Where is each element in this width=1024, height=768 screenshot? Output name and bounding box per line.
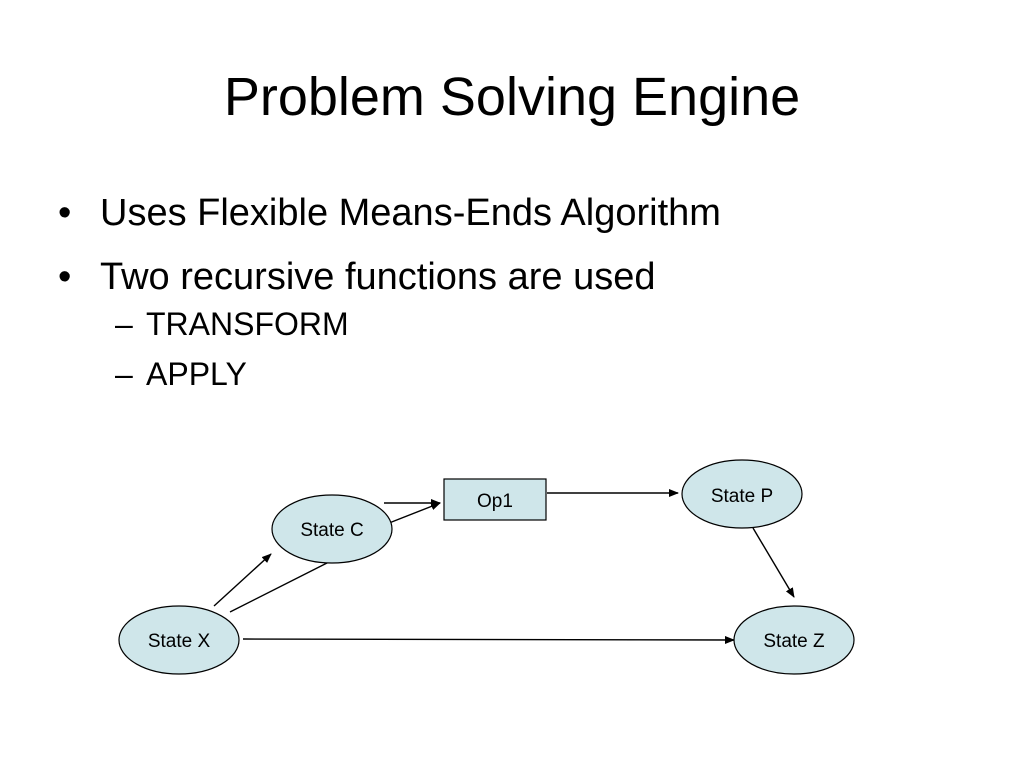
subbullet-text: TRANSFORM (146, 306, 349, 342)
node-state-c: State C (271, 494, 393, 564)
bullet-item: • Two recursive functions are used (58, 254, 721, 300)
edge-p-to-z (752, 527, 795, 598)
edge-c-to-x (229, 561, 330, 613)
bullet-text: Two recursive functions are used (100, 256, 656, 298)
node-state-x: State X (118, 605, 240, 675)
edge-c-to-op1 (383, 502, 441, 526)
subbullet-text: APPLY (146, 356, 247, 392)
bullet-marker: • (58, 192, 72, 234)
subbullet-item: – TRANSFORM (58, 304, 721, 344)
bullet-marker: • (58, 256, 72, 298)
node-state-z-label: State Z (763, 631, 825, 652)
node-op1: Op1 (443, 478, 547, 521)
bullet-item: • Uses Flexible Means-Ends Algorithm (58, 190, 721, 236)
slide-title: Problem Solving Engine (223, 67, 801, 127)
node-op1-label: Op1 (477, 491, 513, 512)
node-state-p: State P (681, 459, 803, 529)
node-state-z: State Z (733, 605, 855, 675)
bullet-text: Uses Flexible Means-Ends Algorithm (100, 192, 721, 234)
subbullet-marker: – (115, 306, 133, 342)
subbullet-group: – TRANSFORM – APPLY (58, 304, 721, 394)
node-state-c-label: State C (300, 520, 363, 541)
subbullet-item: – APPLY (58, 354, 721, 394)
bullet-list: • Uses Flexible Means-Ends Algorithm • T… (58, 190, 721, 404)
subbullet-marker: – (115, 356, 133, 392)
node-state-p-label: State P (711, 486, 773, 507)
subbullet-list: – TRANSFORM – APPLY (58, 304, 721, 394)
edge-x-to-z (242, 635, 735, 644)
edge-x-to-c (213, 553, 272, 607)
node-state-x-label: State X (148, 631, 211, 652)
